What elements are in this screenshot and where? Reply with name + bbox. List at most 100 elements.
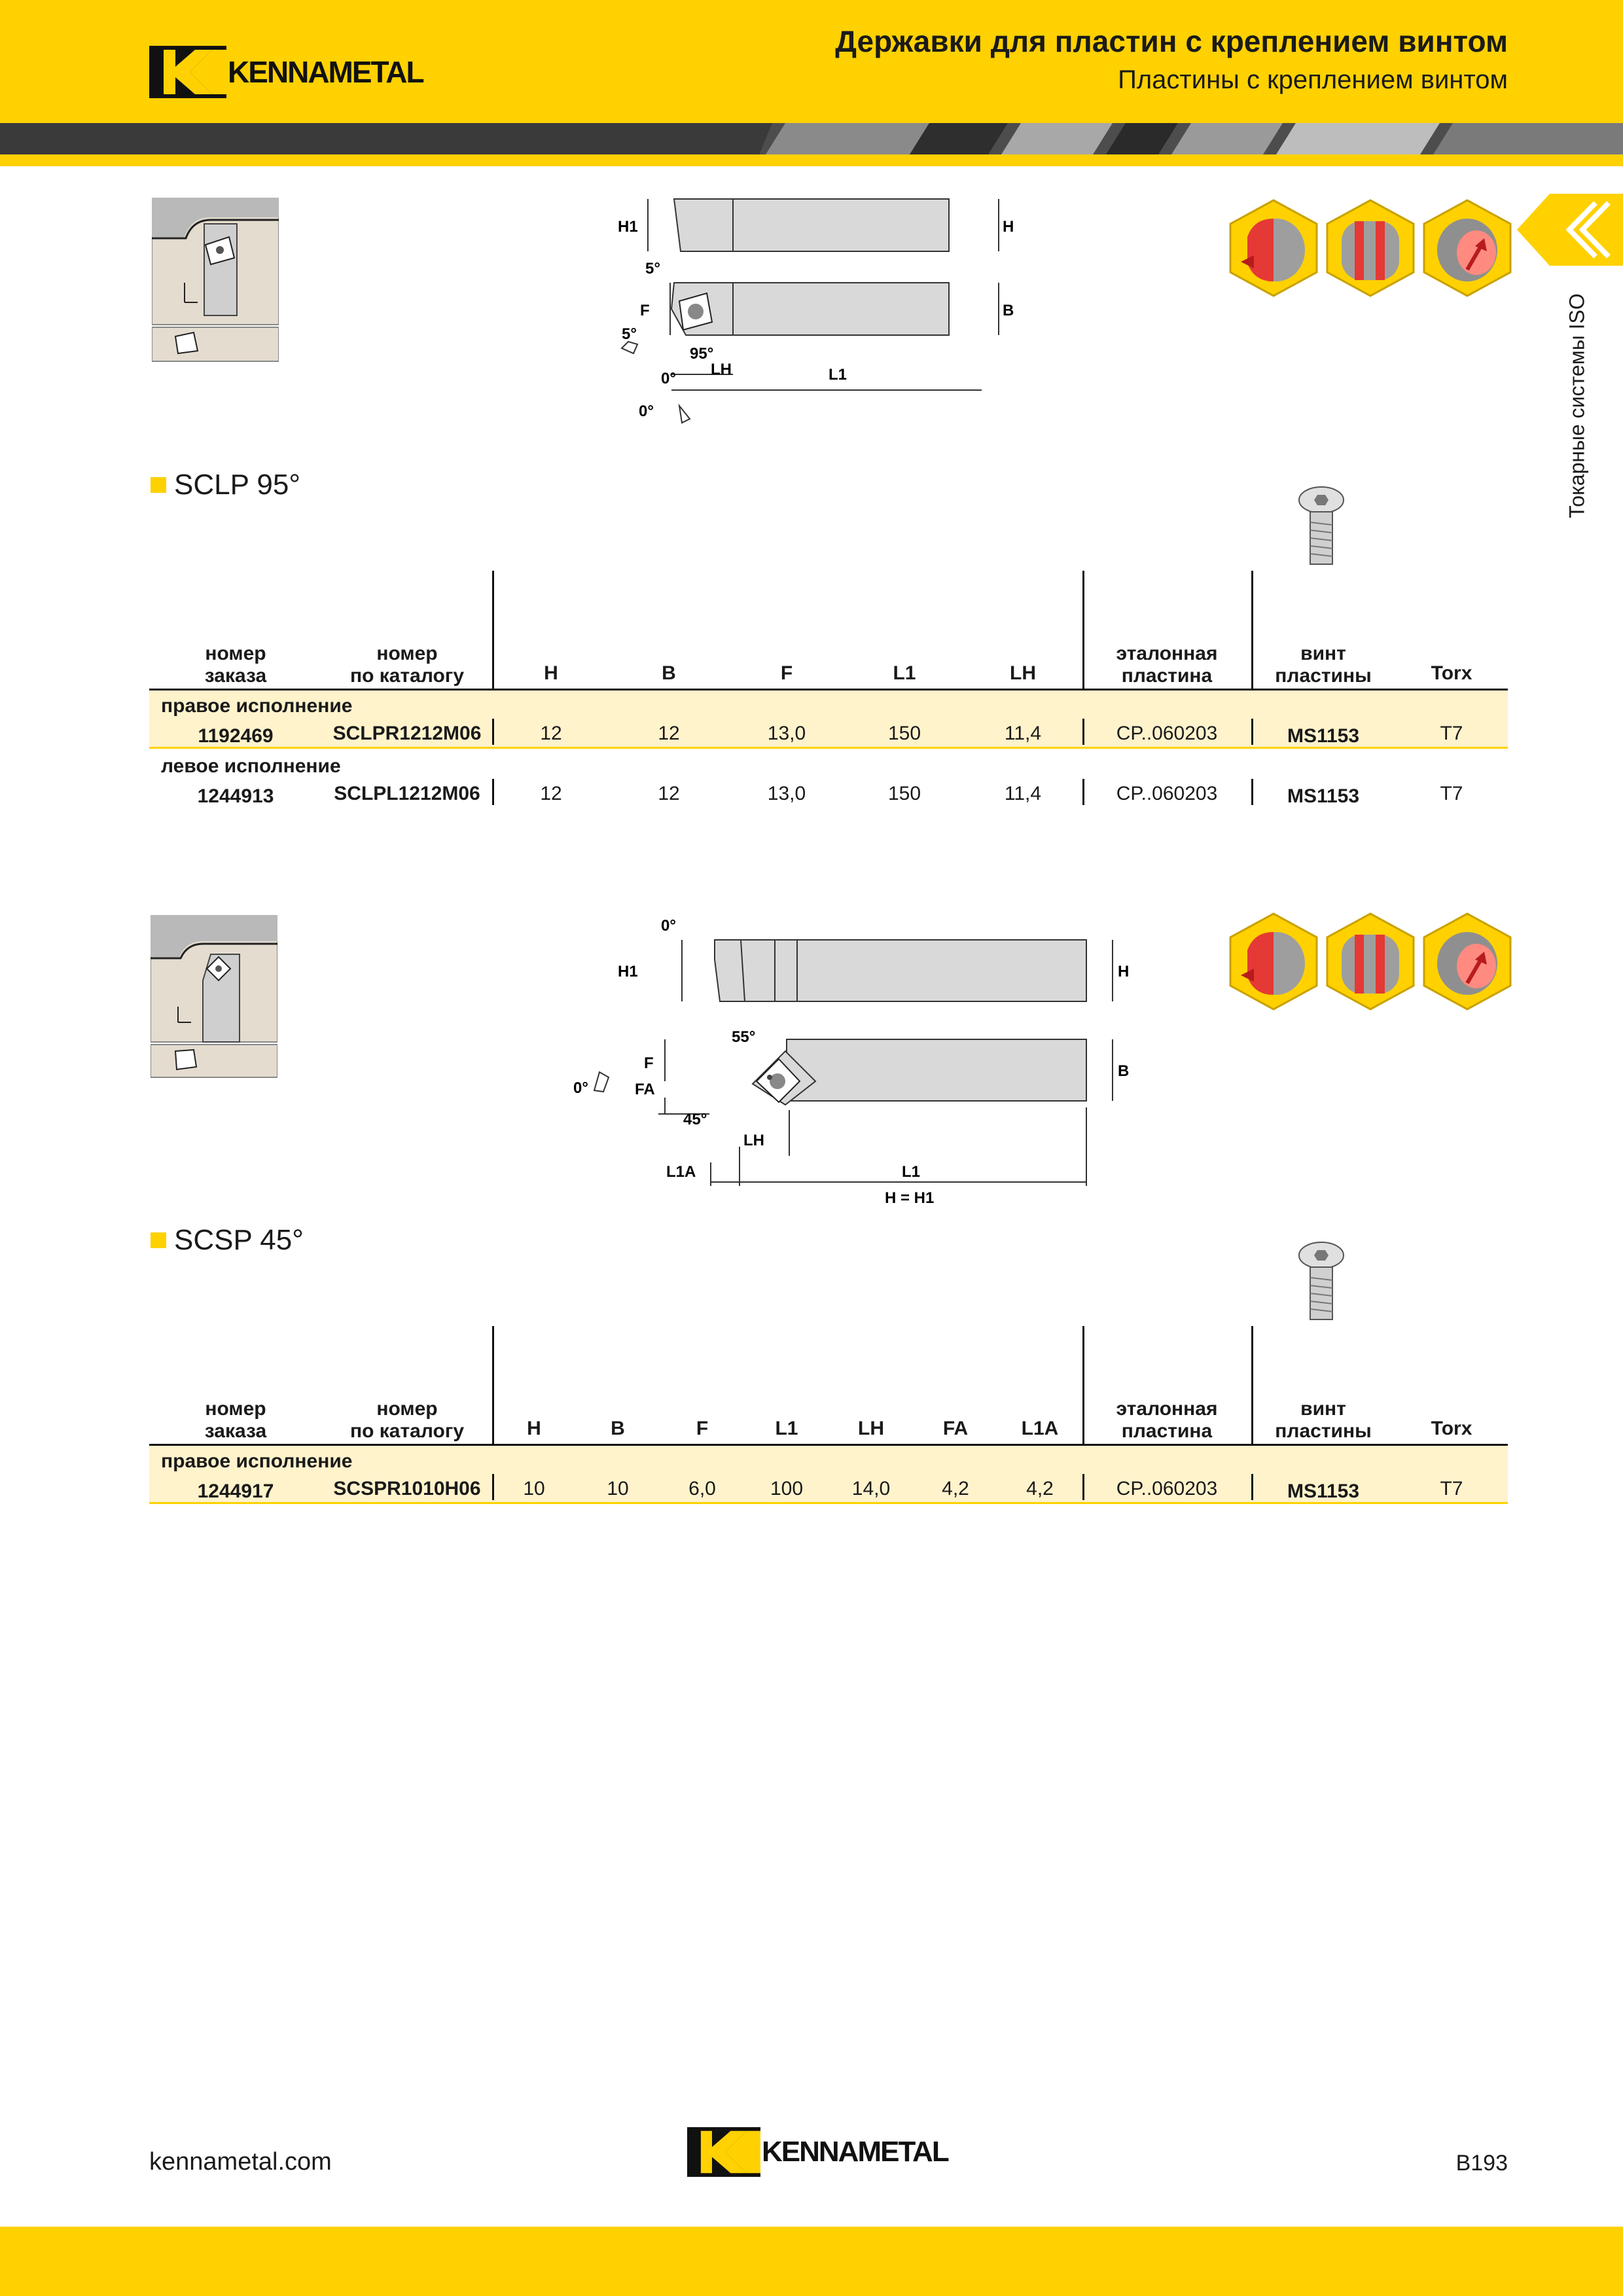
cell-h: 12 [540,783,562,804]
cell-torx: T7 [1440,1478,1463,1499]
operation-facing-icon [1229,199,1318,297]
cell-f: 6,0 [688,1478,716,1499]
clamp-screw-icon [1298,486,1344,565]
cell-fa: 4,2 [942,1478,969,1499]
table-row [149,1446,1508,1504]
dim-label-h: H [1118,963,1129,980]
sclp-dimension-diagram: H1 H B F LH L1 5° 5° 95° 0° 0° [609,194,1027,439]
clamp-screw-icon [1298,1242,1344,1320]
hdr-torx: Torx [1431,1418,1472,1439]
page-number: B193 [1455,2151,1508,2176]
side-section-label: Токарные системы ISO [1565,293,1589,518]
cell-catalog-no: SCLPR1212M06 [332,723,482,744]
dim-label-h-eq-h1: H = H1 [885,1189,934,1207]
scsp-dimension-diagram: 0° H1 H 55° F B 0° FA 45° LH L1A L1 H = … [567,911,1143,1215]
hdr-b: B [611,1418,625,1439]
dim-label-h: H [1003,218,1014,236]
section-title-sclp: SCLP 95° [151,469,300,501]
hdr-f: F [780,662,793,684]
footer-url-link[interactable]: kennametal.com [149,2148,332,2176]
cell-b: 12 [658,723,680,744]
dim-label-0b: 0° [639,403,654,420]
hdr-f: F [696,1418,709,1439]
dim-label-fa: FA [635,1081,655,1098]
cell-order-no: 1192469 [198,725,274,747]
dim-label-b: B [1118,1062,1129,1080]
dim-label-5b: 5° [622,325,637,343]
hdr-lh: LH [858,1418,884,1439]
dim-label-95: 95° [690,345,713,363]
cell-screw: MS1153 [1287,785,1360,807]
sclp-application-thumbnail [151,197,279,366]
cell-l1: 100 [770,1478,804,1499]
sclp-operation-icons [1228,199,1513,297]
cell-lh: 11,4 [1004,723,1042,744]
group-label-left: левое исполнение [161,755,341,777]
header-brand: KENNAMETAL [228,55,425,89]
side-tab-chevron-icon [1517,194,1623,266]
operation-profiling-icon [1423,912,1512,1011]
dim-label-lh: LH [743,1132,764,1149]
cell-torx: T7 [1440,783,1463,804]
dim-label-l1: L1 [902,1163,920,1181]
kennametal-k-logo-icon [149,46,226,98]
dim-label-f: F [640,302,650,319]
group-label-right: правое исполнение [161,1450,353,1472]
footer-logo: KENNAMETAL [687,2127,950,2177]
cell-b: 10 [607,1478,629,1499]
hdr-h: H [527,1418,541,1439]
hdr-lh: LH [1010,662,1036,684]
operation-grooving-icon [1326,912,1415,1011]
hdr-h: H [544,662,558,684]
dim-label-lh: LH [711,361,732,378]
cell-screw: MS1153 [1287,1480,1360,1502]
dim-label-b: B [1003,302,1014,319]
dim-label-f: F [644,1054,654,1072]
hdr-torx: Torx [1431,662,1472,684]
group-label-right: правое исполнение [161,695,353,717]
cell-h: 10 [523,1478,545,1499]
operation-facing-icon [1229,912,1318,1011]
cell-order-no: 1244917 [197,1480,274,1502]
cell-insert: CP..060203 [1116,723,1218,744]
table-row [149,691,1508,749]
dim-label-0-top: 0° [661,917,676,935]
dim-label-l1: L1 [829,366,847,384]
cell-insert: CP..060203 [1116,1478,1218,1499]
section-title-scsp: SCSP 45° [151,1224,304,1257]
cell-b: 12 [658,783,680,804]
cell-torx: T7 [1440,723,1463,744]
cell-catalog-no: SCSPR1010H06 [333,1478,481,1499]
hdr-l1: L1 [893,662,916,684]
cell-lh: 14,0 [851,1478,891,1499]
dim-label-55: 55° [732,1028,755,1046]
operation-grooving-icon [1326,199,1415,297]
cell-catalog-no: SCLPL1212M06 [334,783,480,804]
header-band [0,0,1623,123]
hdr-fa: FA [942,1418,969,1439]
cell-lh: 11,4 [1004,783,1042,804]
dim-label-h1: H1 [618,218,638,236]
dim-label-0a: 0° [661,370,676,387]
cell-l1: 150 [887,723,921,744]
scsp-application-thumbnail [150,914,278,1082]
cell-order-no: 1244913 [197,785,274,807]
dim-label-l1a: L1A [666,1163,696,1181]
header-logo: KENNAMETAL [149,46,425,98]
cell-f: 13,0 [767,783,806,804]
dim-label-0: 0° [573,1079,588,1097]
cell-screw: MS1153 [1287,725,1360,747]
footer-brand: KENNAMETAL [762,2136,950,2168]
operation-profiling-icon [1423,199,1512,297]
scsp-operation-icons [1228,912,1513,1011]
